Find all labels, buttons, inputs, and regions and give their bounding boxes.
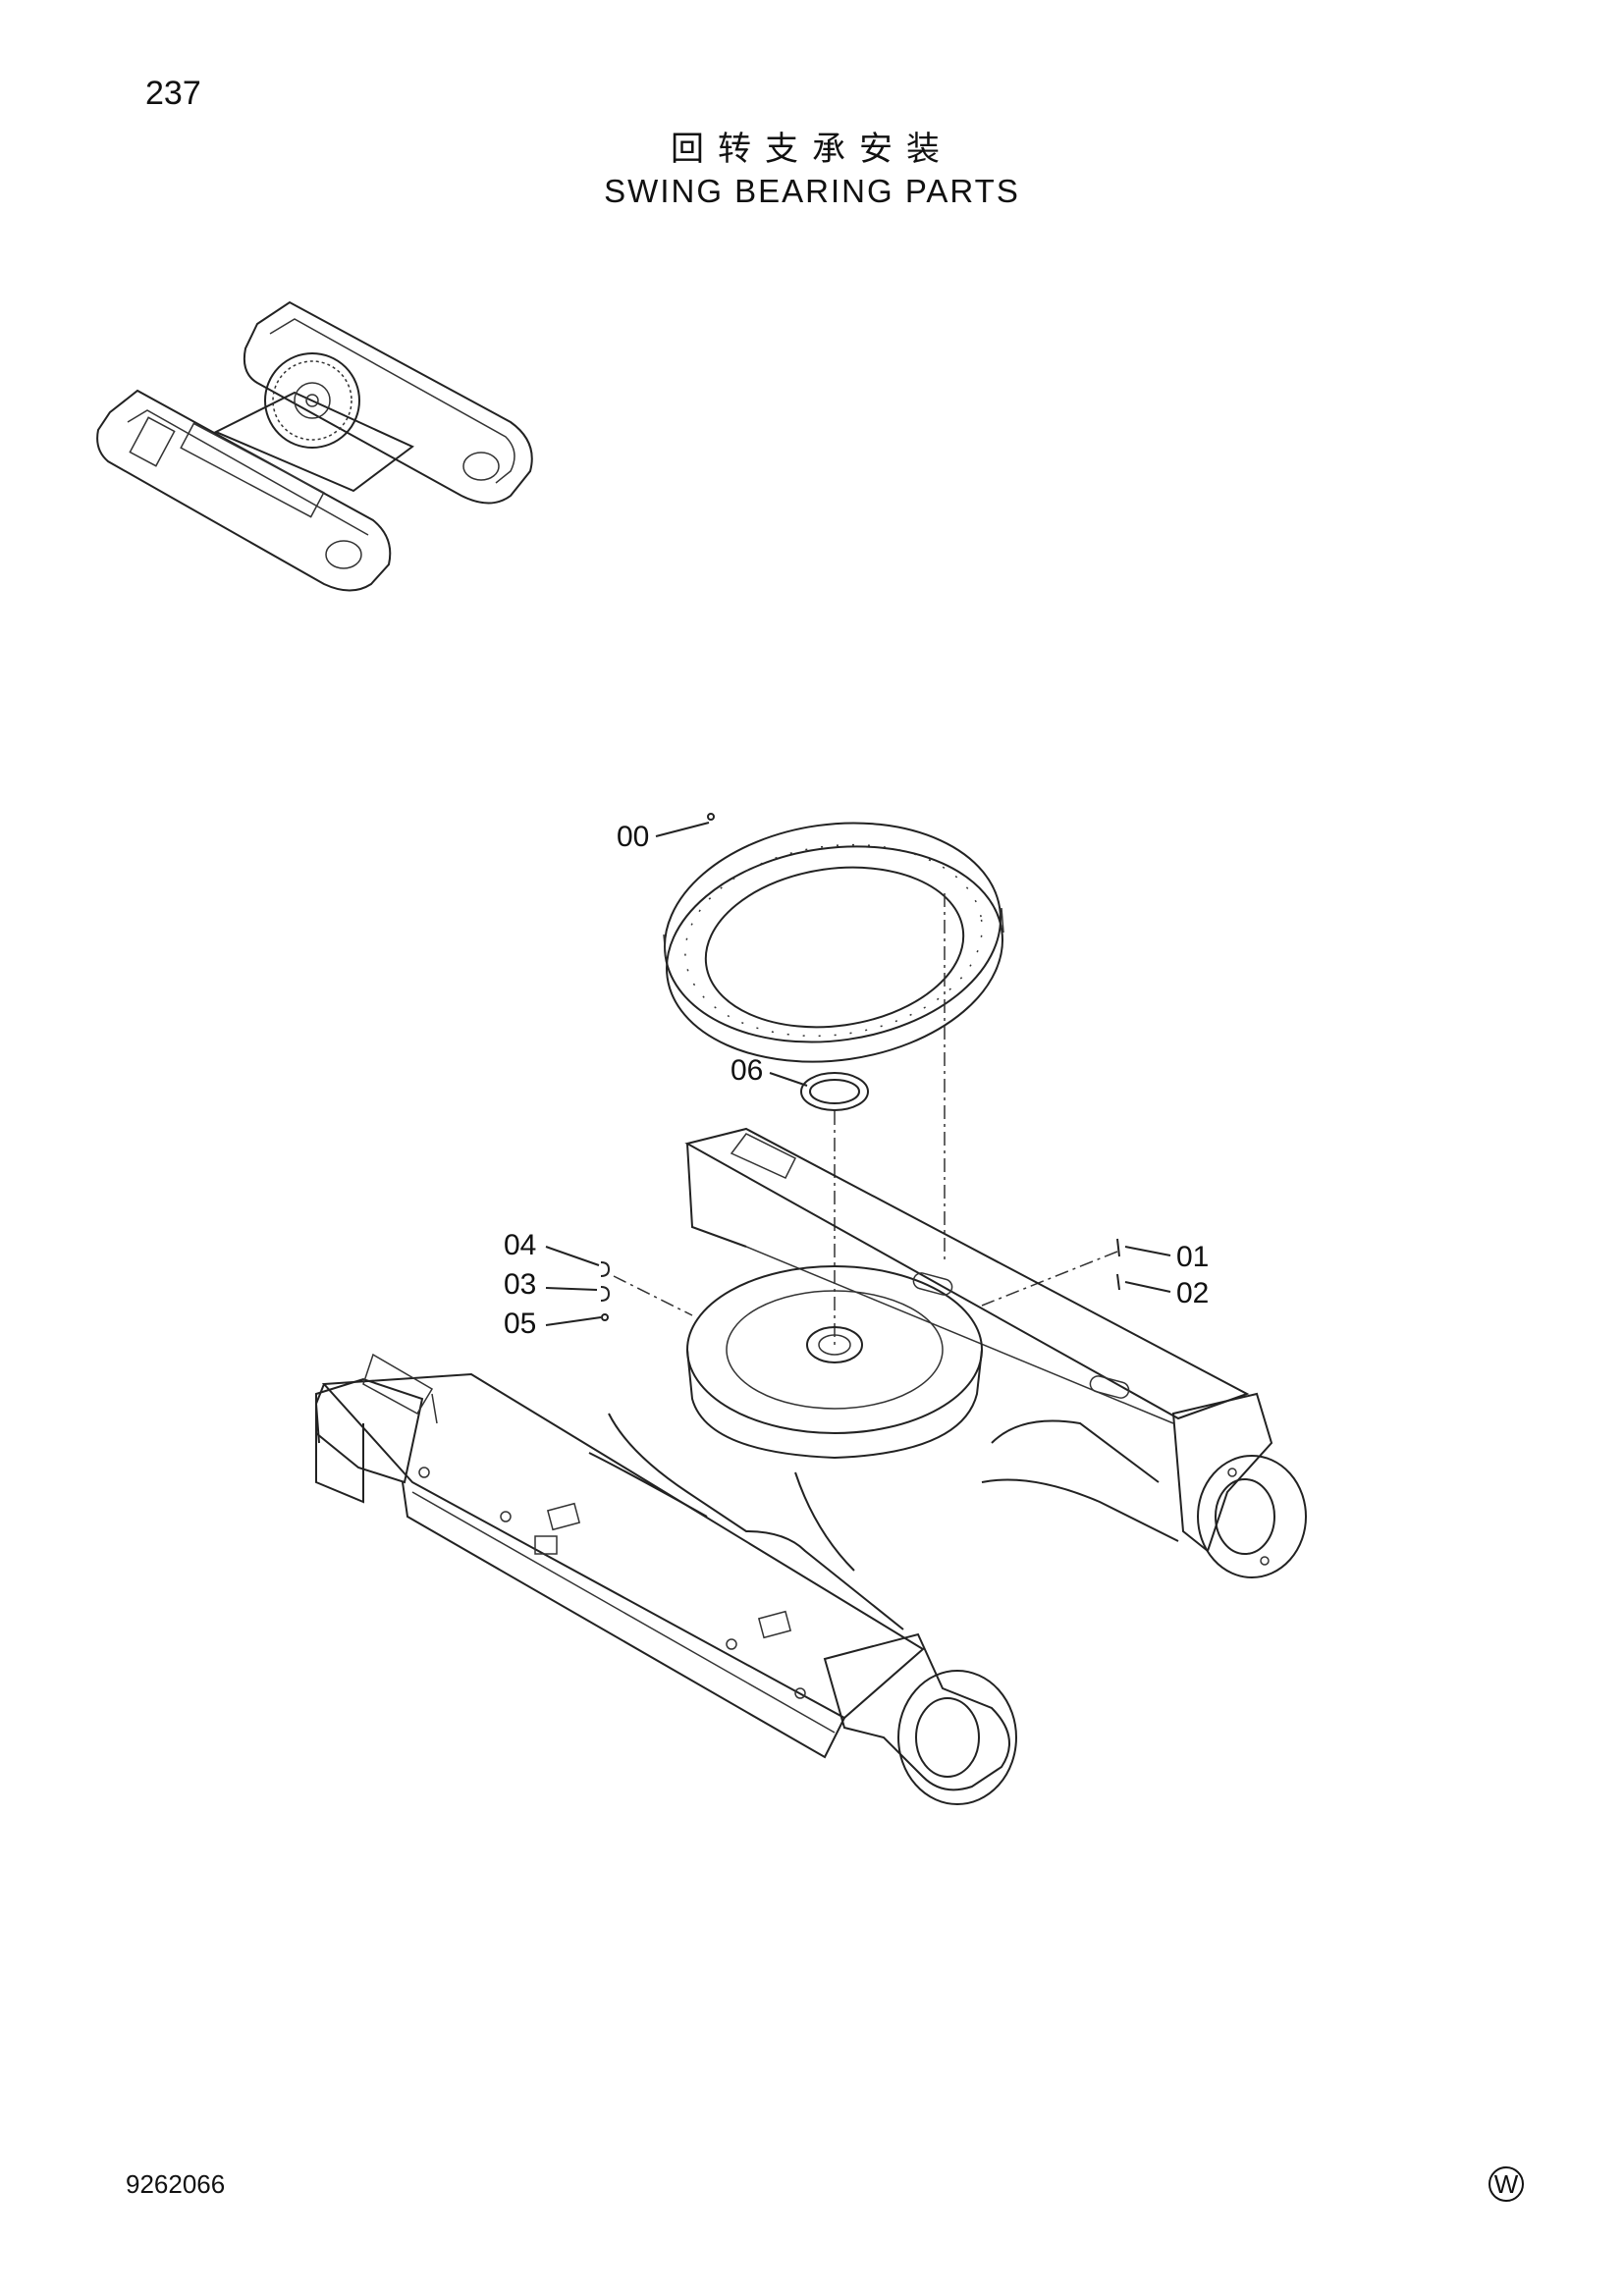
bolts-washers <box>600 813 1120 1321</box>
leader-lines <box>545 822 1171 1326</box>
callout-06: 06 <box>731 1054 763 1087</box>
title-english: SWING BEARING PARTS <box>604 173 1020 209</box>
bolt-line-left <box>613 1275 693 1316</box>
callout-01: 01 <box>1176 1241 1209 1273</box>
callout-02: 02 <box>1176 1277 1209 1309</box>
callout-05: 05 <box>504 1308 536 1340</box>
circled-mark: W <box>1489 2166 1524 2202</box>
page-number: 237 <box>145 75 201 112</box>
track-frame <box>314 1127 1307 1805</box>
swing-bearing-ring <box>663 822 1004 1063</box>
callout-04: 04 <box>504 1229 536 1261</box>
document-code: 9262066 <box>126 2169 226 2199</box>
seal-ring <box>800 1072 869 1111</box>
callout-03: 03 <box>504 1268 536 1301</box>
callout-00: 00 <box>617 821 649 853</box>
bolt-line-right <box>981 1251 1118 1307</box>
title-chinese: 回转支承安装 <box>671 130 953 169</box>
overview-undercarriage-thumbnail <box>96 300 533 592</box>
